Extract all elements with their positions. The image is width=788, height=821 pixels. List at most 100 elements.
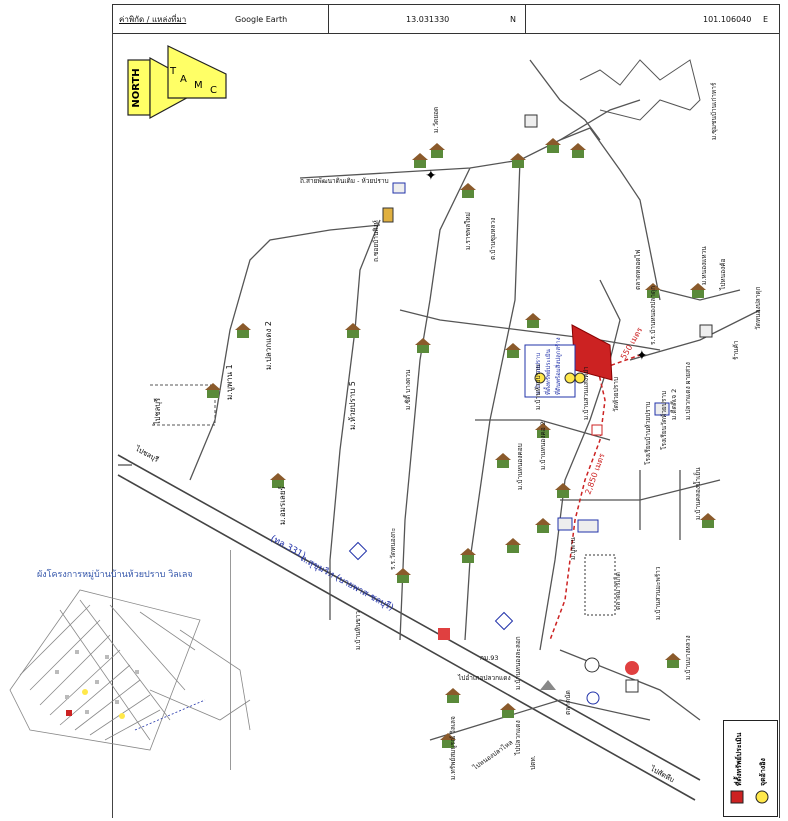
inset-site-plan bbox=[9, 550, 251, 770]
label-28: ปตท. bbox=[529, 755, 537, 770]
compass-letter-m: M bbox=[194, 80, 203, 91]
house-icon bbox=[495, 453, 511, 468]
highway-number: (ทล.331) bbox=[269, 534, 308, 561]
latitude-value: 13.031330 bbox=[406, 14, 450, 24]
label-13: ม.บ้านหินขาว bbox=[354, 611, 362, 650]
map-frame bbox=[112, 32, 780, 818]
longitude-value: 101.106040 bbox=[703, 14, 752, 24]
subject-property bbox=[571, 324, 613, 381]
area-outline-north bbox=[579, 59, 701, 121]
subject-callout-line1: ที่ดินพร้อมสิ่งปลูกสร้าง bbox=[554, 337, 562, 395]
label-6: ม.ปลวกแดง 2 bbox=[264, 321, 273, 370]
label-30: ไปปลวกแดง bbox=[514, 720, 522, 756]
house-icon bbox=[555, 483, 571, 498]
school-icon bbox=[557, 517, 573, 531]
label-22: ตลาดหลอดไฟ bbox=[634, 249, 642, 290]
school-icon bbox=[392, 182, 406, 194]
house-icon bbox=[545, 138, 561, 153]
junction-icon: ✦ bbox=[636, 348, 648, 364]
inset-reference bbox=[119, 713, 125, 719]
label-road-soi: ถ.ซอยบ้านสิงห์ bbox=[372, 220, 380, 262]
label-34: ร้านค้า bbox=[732, 340, 740, 360]
label-5: ม.บ้านห้วยปราบ bbox=[534, 364, 542, 410]
house-icon bbox=[395, 568, 411, 583]
latitude-dir: N bbox=[510, 14, 516, 24]
market-icon bbox=[625, 679, 639, 693]
compass-word: NORTH bbox=[131, 68, 142, 107]
sign-icon bbox=[348, 541, 368, 561]
label-37: ตลาดมาร์เก็ต bbox=[613, 572, 622, 610]
source-label: Google Earth bbox=[235, 14, 288, 24]
house-icon bbox=[535, 518, 551, 533]
north-compass: NORTH T A M C bbox=[127, 45, 227, 120]
house-icon bbox=[445, 688, 461, 703]
inset-reference bbox=[82, 689, 88, 695]
school-icon bbox=[577, 519, 599, 533]
legend-point-label: จุดอ้างอิง bbox=[758, 758, 767, 786]
compass-letter-c: C bbox=[210, 85, 217, 96]
label-35: ม.บ้านสวนมะพร้าว bbox=[654, 566, 662, 620]
map-legend: ที่ตั้งทรัพย์ประเมิน จุดอ้างอิง bbox=[723, 720, 778, 817]
label-23: ม.บ้านหนองละลอก bbox=[514, 636, 522, 690]
house-icon bbox=[665, 653, 681, 668]
landmark-icons bbox=[348, 114, 713, 705]
house-icon bbox=[535, 423, 551, 438]
legend-point-swatch bbox=[755, 790, 769, 804]
label-7: ม.ห้วยปราบ 5 bbox=[348, 381, 357, 430]
station-icon bbox=[625, 661, 639, 675]
longitude-dir: E bbox=[763, 14, 769, 24]
house-icon bbox=[440, 733, 456, 748]
shop-icon bbox=[438, 628, 450, 640]
pavilion-icon bbox=[540, 680, 556, 690]
route-to-highway bbox=[549, 369, 606, 641]
area-outline-west bbox=[150, 384, 216, 426]
label-33: ไปชลบุรี bbox=[153, 398, 162, 426]
subject-callout bbox=[524, 344, 576, 398]
school-icon bbox=[524, 114, 538, 128]
label-31: ม.บ้านคลองน้ำเย็น bbox=[693, 467, 702, 520]
house-icon bbox=[500, 703, 516, 718]
label-38: ไปหนองค้อ bbox=[719, 258, 727, 291]
hospital-icon bbox=[591, 424, 603, 436]
label-15: โรงเรียนบ้านห้วยปราบ bbox=[644, 402, 652, 465]
house-icon bbox=[460, 183, 476, 198]
label-26: ม.ทรัพย์สมบูรณ์ วิลเลจ bbox=[449, 716, 457, 780]
label-24: ม.บูพาน bbox=[569, 537, 577, 560]
building-icon bbox=[699, 324, 713, 338]
reference-point bbox=[534, 372, 546, 384]
house-icon bbox=[270, 473, 286, 488]
house-icon bbox=[525, 313, 541, 328]
label-25: ม.บ้านบางหลวง bbox=[684, 635, 692, 680]
label-2: ม.วัดยอด bbox=[432, 107, 440, 133]
label-32: ไปอำเภอปลวกแดง bbox=[457, 674, 511, 682]
coord-label: ค่าพิกัด / แหล่งที่มา bbox=[119, 14, 187, 24]
house-icon bbox=[235, 323, 251, 338]
label-29: กม.93 bbox=[480, 654, 499, 662]
subject-callout-line2: ที่ตั้งทรัพย์ประเมิน bbox=[542, 349, 552, 395]
label-36: วัดหนองปลาดุก bbox=[754, 286, 762, 330]
compass-letter-t: T bbox=[169, 66, 177, 77]
label-39: ร.ร.บ้านหนองปลาดุก bbox=[649, 286, 657, 345]
legend-subject-swatch bbox=[730, 790, 744, 804]
house-icon bbox=[570, 143, 586, 158]
label-16: ม.ซิตี้ บางดวน bbox=[403, 369, 412, 410]
label-road-lower: ไปหนองปลาไหล bbox=[471, 738, 515, 772]
house-icon bbox=[415, 338, 431, 353]
temple-icon bbox=[382, 207, 394, 223]
market-area bbox=[584, 554, 616, 616]
label-10: โรงเรียนวัดห้วยปราบ bbox=[660, 391, 668, 450]
junction-icon: ✦ bbox=[425, 168, 437, 184]
label-27: ร.ร.วัดหนองกะ bbox=[389, 528, 397, 570]
house-icon bbox=[429, 143, 445, 158]
school-icon bbox=[654, 402, 670, 416]
label-21: ม.หนองแหวน bbox=[700, 246, 708, 285]
house-icon bbox=[460, 548, 476, 563]
house-icon bbox=[345, 323, 361, 338]
ptt-icon bbox=[584, 657, 600, 673]
label-20: ม.บ้านสวนแสงหย่า bbox=[582, 366, 590, 420]
label-9: ม.อมรเลยร์ bbox=[277, 485, 287, 525]
logo-icon bbox=[586, 691, 600, 705]
house-icon bbox=[505, 538, 521, 553]
house-icon bbox=[505, 343, 521, 358]
house-icon bbox=[510, 153, 526, 168]
